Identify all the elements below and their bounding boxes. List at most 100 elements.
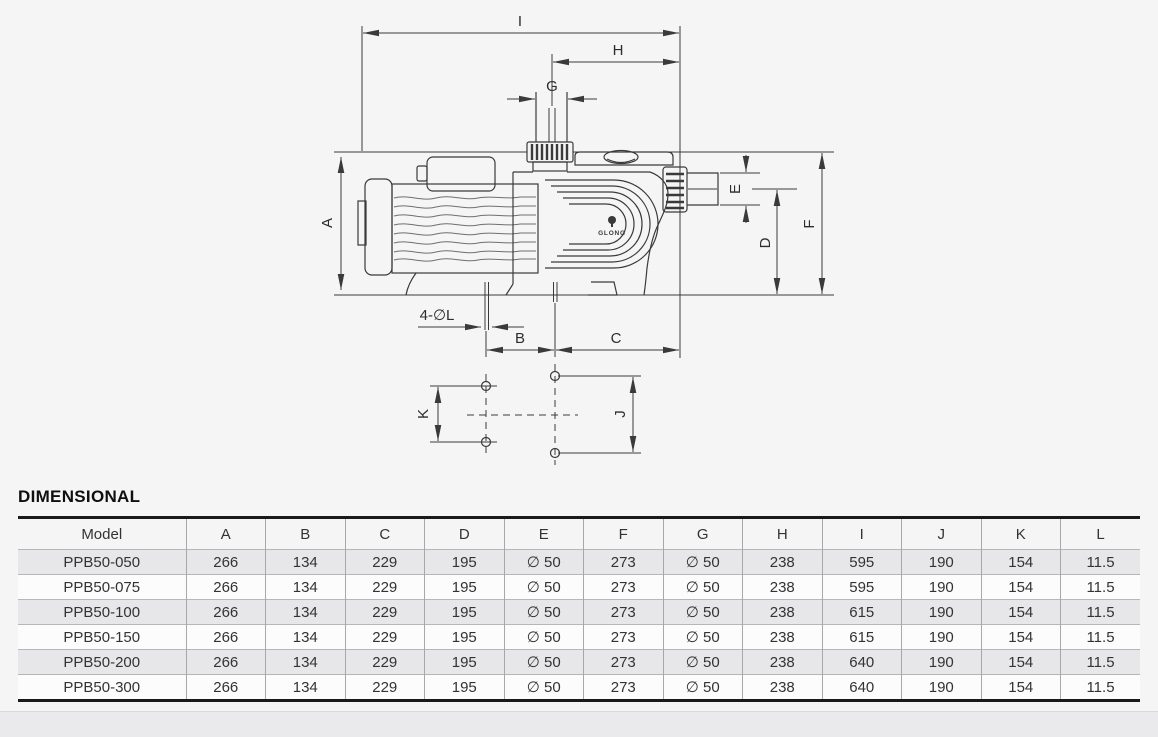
motor-foot — [405, 272, 417, 296]
value-cell: 229 — [344, 624, 425, 650]
value-cell: ∅ 50 — [503, 549, 584, 575]
value-cell: 640 — [821, 649, 902, 675]
mounting-studs — [484, 282, 558, 330]
value-cell: 11.5 — [1060, 549, 1140, 575]
value-cell: ∅ 50 — [503, 574, 584, 600]
table-row: PPB50-300 266 134 229 195 ∅ 50 273 ∅ 50 … — [18, 674, 1140, 701]
column-header: H — [742, 517, 822, 550]
value-cell: 195 — [424, 599, 504, 625]
model-cell: PPB50-050 — [18, 549, 186, 575]
value-cell: 229 — [344, 549, 425, 575]
dim-hole-callout: 4-∅L — [418, 307, 524, 331]
column-header: J — [901, 517, 981, 550]
inlet-port — [526, 92, 574, 172]
value-cell: 190 — [901, 599, 981, 625]
value-cell: ∅ 50 — [503, 649, 584, 675]
cooling-fins — [393, 196, 537, 262]
dim-label-holes: 4-∅L — [420, 307, 455, 324]
value-cell: 640 — [821, 674, 902, 701]
value-cell: 238 — [742, 674, 822, 701]
seal-bracket — [505, 172, 514, 296]
value-cell: 190 — [901, 549, 981, 575]
table-row: PPB50-075 266 134 229 195 ∅ 50 273 ∅ 50 … — [18, 574, 1140, 600]
value-cell: 195 — [424, 674, 504, 701]
dim-g: G — [507, 78, 597, 103]
value-cell: ∅ 50 — [503, 624, 584, 650]
dim-b: B — [485, 303, 556, 357]
outlet-union-nut — [662, 166, 688, 213]
logo-text: GLONG — [598, 230, 626, 237]
logo-mark-icon — [608, 216, 616, 224]
dim-f: F — [801, 153, 826, 294]
motor-body — [391, 183, 539, 274]
value-cell: 266 — [185, 549, 266, 575]
column-header: L — [1060, 517, 1140, 550]
value-cell: 11.5 — [1060, 574, 1140, 600]
pump-body: GLONG — [513, 171, 669, 296]
column-header: E — [503, 517, 584, 550]
table-row: PPB50-050 266 134 229 195 ∅ 50 273 ∅ 50 … — [18, 549, 1140, 575]
dim-label-d: D — [757, 237, 774, 248]
dim-label-j: J — [612, 410, 629, 418]
value-cell: 273 — [583, 674, 663, 701]
model-cell: PPB50-150 — [18, 624, 186, 650]
brand-logo: GLONG — [598, 216, 626, 237]
technical-drawing: GLONG — [319, 13, 834, 465]
column-header: A — [185, 517, 266, 550]
value-cell: 615 — [821, 624, 902, 650]
value-cell: ∅ 50 — [662, 674, 743, 701]
outlet-nut-knurl — [666, 172, 684, 210]
dim-label-f: F — [801, 219, 818, 228]
value-cell: 273 — [583, 574, 663, 600]
value-cell: 134 — [265, 624, 345, 650]
dim-j: J — [558, 375, 641, 454]
value-cell: 595 — [821, 574, 902, 600]
value-cell: 266 — [185, 624, 266, 650]
dim-h: H — [551, 42, 679, 106]
outlet-pipe — [687, 172, 719, 206]
value-cell: 154 — [980, 599, 1061, 625]
column-header: B — [265, 517, 345, 550]
value-cell: 273 — [583, 599, 663, 625]
volute-ring — [551, 185, 651, 263]
logo-mark-stem — [611, 223, 613, 227]
value-cell: 273 — [583, 624, 663, 650]
table-row: PPB50-100 266 134 229 195 ∅ 50 273 ∅ 50 … — [18, 599, 1140, 625]
dimensional-section: DIMENSIONAL Model A B C D E F G H I J — [18, 487, 1140, 702]
dim-label-g: G — [546, 78, 558, 95]
column-header: K — [980, 517, 1061, 550]
value-cell: 154 — [980, 549, 1061, 575]
dim-d: D — [752, 188, 797, 294]
dim-label-b: B — [515, 330, 525, 347]
value-cell: 134 — [265, 549, 345, 575]
value-cell: 266 — [185, 599, 266, 625]
value-cell: 273 — [583, 649, 663, 675]
terminal-box — [426, 156, 496, 192]
value-cell: 238 — [742, 549, 822, 575]
motor-end-cap — [364, 178, 393, 276]
column-header: D — [424, 517, 504, 550]
header-row: Model A B C D E F G H I J K L — [18, 517, 1140, 550]
column-header: I — [821, 517, 902, 550]
value-cell: 229 — [344, 599, 425, 625]
section-title: DIMENSIONAL — [18, 487, 141, 506]
value-cell: ∅ 50 — [662, 624, 743, 650]
dimensional-table: Model A B C D E F G H I J K L PPB50-05 — [18, 516, 1140, 702]
value-cell: 134 — [265, 599, 345, 625]
dim-label-e: E — [727, 184, 744, 194]
dimension-lines: I H G A E — [319, 13, 826, 358]
value-cell: 238 — [742, 624, 822, 650]
value-cell: 190 — [901, 624, 981, 650]
value-cell: 238 — [742, 574, 822, 600]
value-cell: 154 — [980, 649, 1061, 675]
strainer-lid-handle — [574, 149, 674, 166]
value-cell: 11.5 — [1060, 624, 1140, 650]
value-cell: ∅ 50 — [503, 599, 584, 625]
motor-end-tab — [357, 200, 367, 246]
column-header: C — [344, 517, 425, 550]
value-cell: ∅ 50 — [662, 574, 743, 600]
volute-ring — [563, 197, 635, 251]
dim-label-k: K — [415, 409, 432, 419]
dim-c: C — [556, 330, 679, 354]
